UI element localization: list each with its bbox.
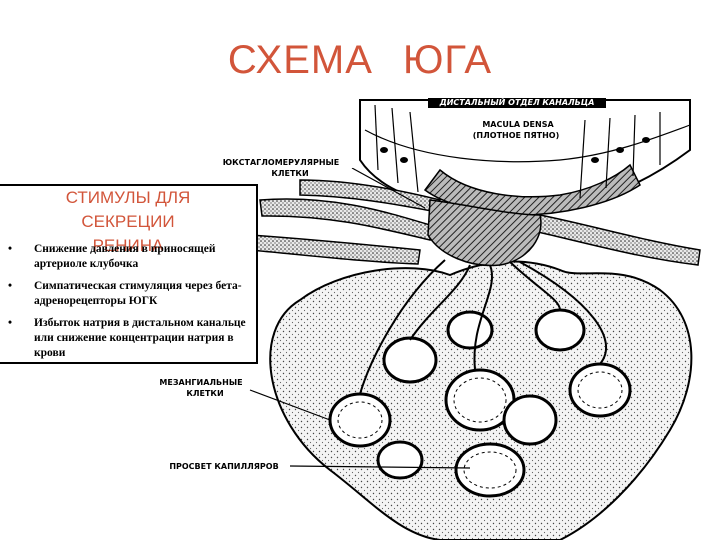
label-mesangial-line2: КЛЕТКИ <box>180 389 230 399</box>
renin-stimuli-box: СТИМУЛЫ ДЛЯ СЕКРЕЦИИ РЕНИНА • Снижение д… <box>0 184 258 364</box>
stimulus-text: Избыток натрия в дистальном канальце или… <box>34 317 246 359</box>
stimulus-text: Снижение давления в приносящей артериоле… <box>34 243 215 270</box>
label-mesangial-line1: МЕЗАНГИАЛЬНЫЕ <box>150 378 252 388</box>
list-item: • Симпатическая стимуляция через бета-ад… <box>8 279 250 309</box>
label-macula-densa-ru: (ПЛОТНОЕ ПЯТНО) <box>460 131 572 141</box>
capillary-loop <box>384 338 436 382</box>
capillary-loop <box>378 442 422 478</box>
label-distal-tubule: ДИСТАЛЬНЫЙ ОТДЕЛ КАНАЛЬЦА <box>428 98 606 108</box>
bullet-icon: • <box>8 242 12 257</box>
list-item: • Снижение давления в приносящей артерио… <box>8 242 250 272</box>
bullet-icon: • <box>8 316 12 331</box>
label-capillary-lumen: ПРОСВЕТ КАПИЛЛЯРОВ <box>158 462 290 472</box>
bullet-icon: • <box>8 279 12 294</box>
list-item: • Избыток натрия в дистальном канальце и… <box>8 316 250 361</box>
stimulus-text: Симпатическая стимуляция через бета-адре… <box>34 280 242 307</box>
label-juxtaglomerular-line2: КЛЕТКИ <box>250 169 330 179</box>
capillary-loop <box>504 396 556 444</box>
label-juxtaglomerular-line1: ЮКСТАГЛОМЕРУЛЯРНЫЕ <box>206 158 356 168</box>
stimuli-list: • Снижение давления в приносящей артерио… <box>8 242 250 368</box>
capillary-loop <box>536 310 584 350</box>
capillary-loop <box>448 312 492 348</box>
label-macula-densa: MACULA DENSA <box>470 120 566 130</box>
